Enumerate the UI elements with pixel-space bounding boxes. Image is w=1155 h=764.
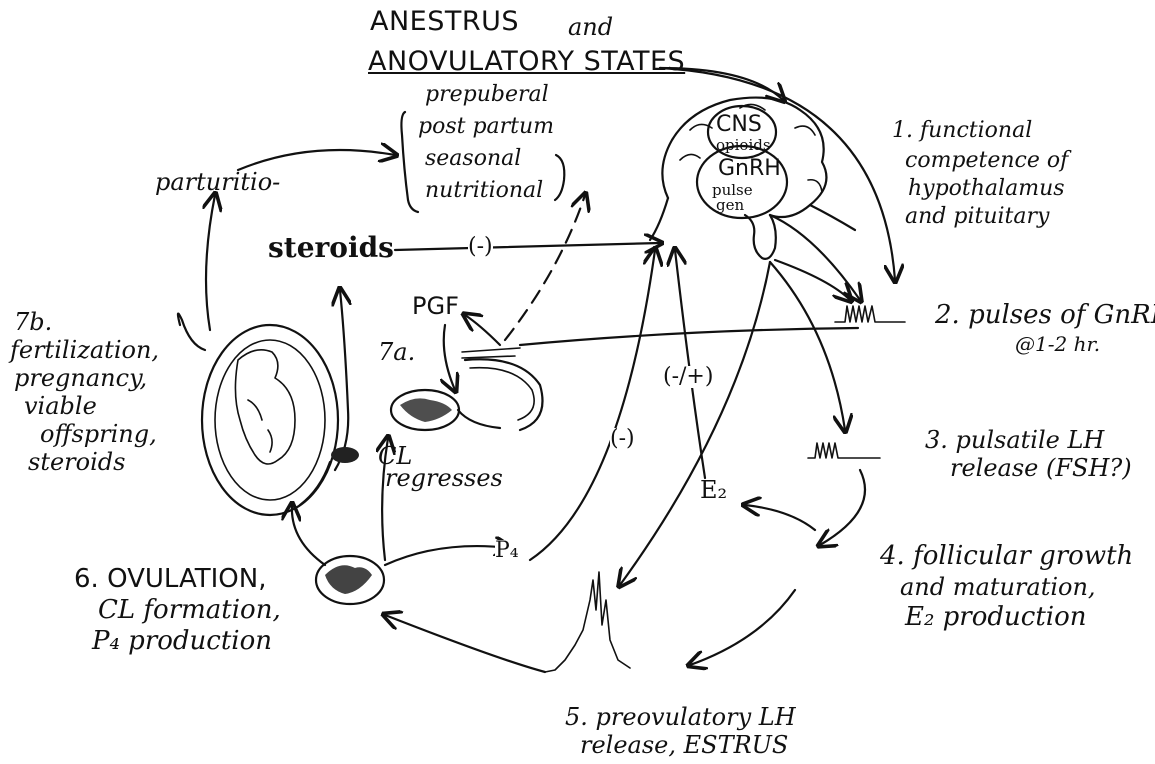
brain-gnrh-label: GnRH [718,158,781,180]
step7b-line1: fertilization, [10,338,159,362]
step1-line4: and pituitary [905,206,1049,228]
step4-line3: E₂ production [905,604,1087,631]
step5-line2: release, ESTRUS [580,733,788,757]
title-and: and [568,15,613,39]
brain-gen-label: gen [716,198,744,213]
step1-line3: hypothalamus [908,178,1065,200]
step7b-line3: viable [24,394,97,418]
lh-surge-trace [545,572,630,672]
parturition-label: parturitio- [155,170,280,194]
steroids-label: steroids [268,234,394,263]
step2-line2: @1-2 hr. [1015,334,1100,354]
step7b-line5: steroids [28,450,125,474]
e2-label: E₂ [700,478,727,502]
cause-post-partum: post partum [418,116,554,138]
step7b-label: 7b. [14,310,52,334]
step7b-line2: pregnancy, [14,366,147,390]
pregnant-uterus-drawing [178,290,359,515]
cause-prepuberal: prepuberal [425,84,549,106]
progesterone-negative-label: (-) [610,428,635,450]
step6-line1: 6. OVULATION, [74,566,266,593]
causes-left-brace [401,112,418,212]
gnrh-pulse-trace [835,306,905,322]
step1-line2: competence of [905,150,1068,172]
step6-line3: P₄ production [92,628,272,655]
step4-line2: and maturation, [900,575,1096,599]
uterus-horn-drawing [458,348,543,430]
lh-pulse-trace [808,443,880,458]
step7a-label: 7a. [378,340,415,364]
corpus-luteum-drawing [316,556,384,604]
brain-opioids-label: opioids [716,138,771,153]
cl-regresses-line2: regresses [385,466,503,490]
pgf-label: PGF [412,294,459,318]
title-anovulatory-states: ANOVULATORY STATES [368,48,685,76]
cause-nutritional: nutritional [425,180,543,202]
step2-line1: 2. pulses of GnRH [935,302,1155,329]
steroid-negative-label: (-) [468,236,493,258]
cause-seasonal: seasonal [425,148,521,170]
step5-line1: 5. preovulatory LH [565,705,796,729]
step6-line2: CL formation, [98,597,281,624]
title-anestrus: ANESTRUS [370,8,519,36]
regressing-cl-drawing [391,390,459,430]
p4-label: P₄ [495,540,519,562]
step3-line2: release (FSH?) [950,456,1132,480]
step3-line1: 3. pulsatile LH [925,428,1104,452]
step7b-line4: offspring, [40,422,157,446]
step1-line1: 1. functional [892,120,1032,142]
estradiol-feedback-label: (-/+) [663,366,713,388]
causes-right-brace [555,155,564,200]
step4-line1: 4. follicular growth [880,543,1133,570]
brain-cns-label: CNS [716,114,762,136]
